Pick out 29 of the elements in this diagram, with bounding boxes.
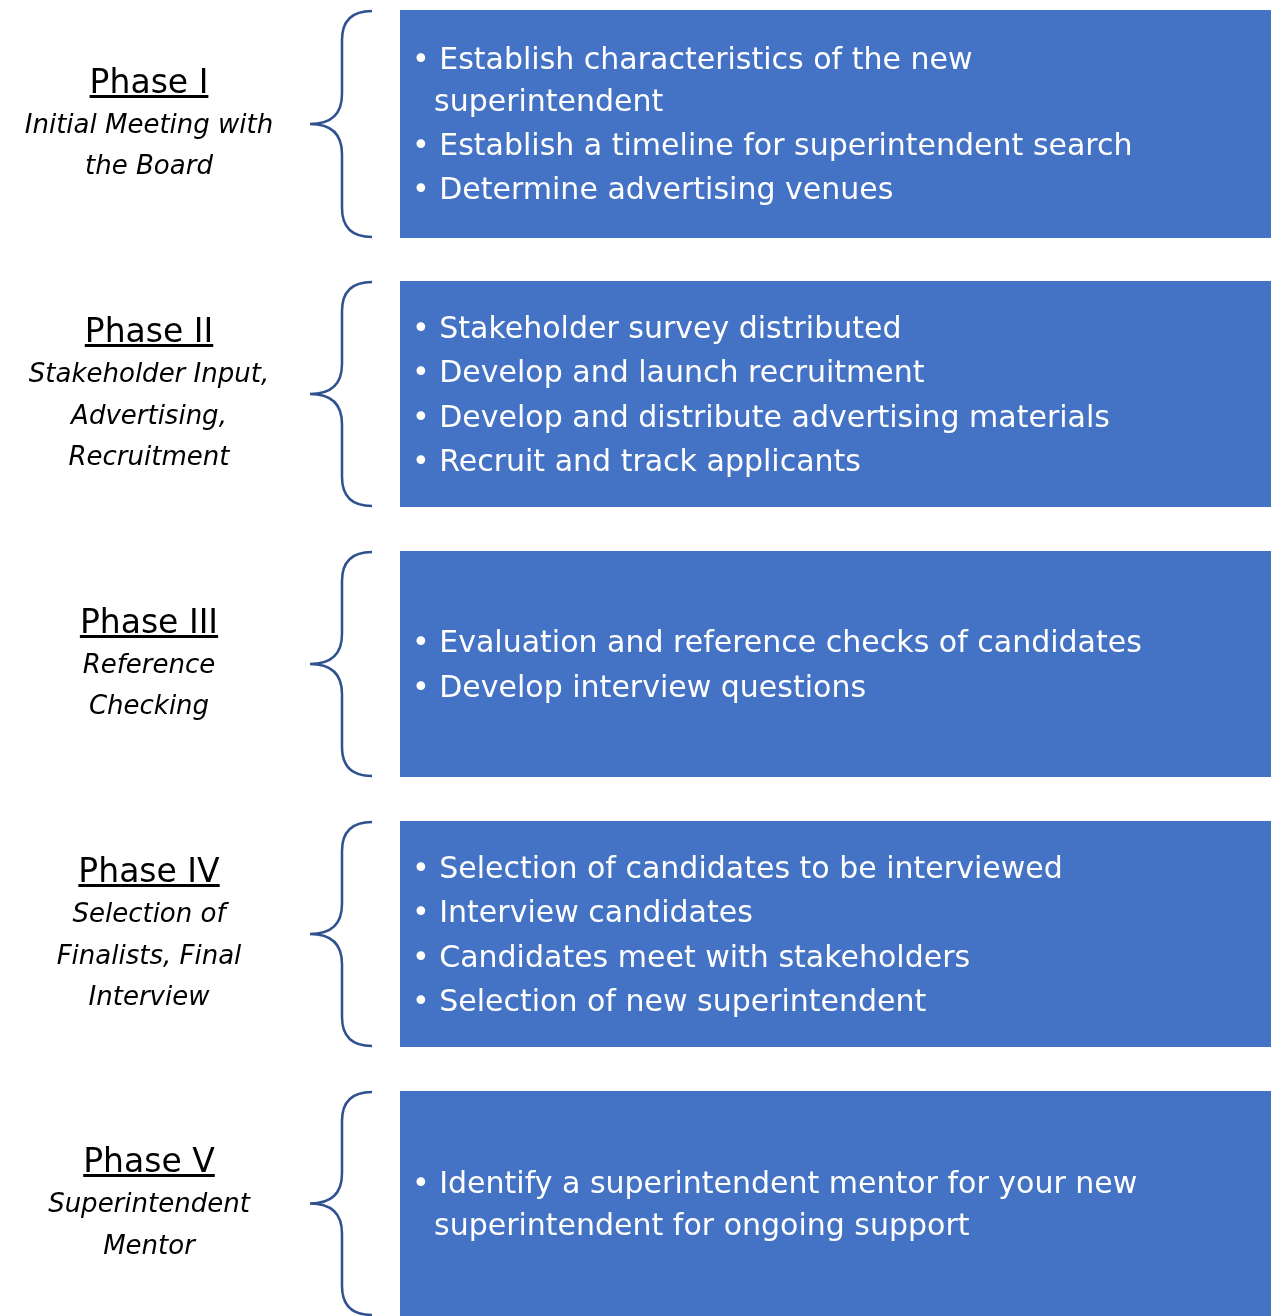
task-item: • Evaluation and reference checks of candidates	[412, 623, 1143, 662]
phase-subtitle: Selection of Finalists, Final Interview	[55, 897, 243, 1014]
task-item: • Identify a superintendent mentor for your new superintendent for ongoing support	[412, 1164, 1139, 1244]
task-item: • Establish characteristics of the new superintendent	[412, 40, 974, 120]
phase-title: Phase III	[79, 600, 219, 643]
task-item: • Stakeholder survey distributed	[412, 308, 903, 347]
task-item: • Establish a timeline for superintendent search	[412, 126, 1134, 164]
phase-subtitle: Reference Checking	[81, 647, 217, 723]
task-item: • Candidates meet with stakeholders	[412, 937, 972, 976]
task-item: • Develop interview questions	[412, 667, 868, 706]
task-item: • Determine advertising venues	[412, 170, 895, 209]
task-box	[400, 551, 1271, 777]
phase-title: Phase IV	[78, 850, 220, 893]
phase-title: Phase V	[83, 1140, 215, 1183]
task-item: • Interview candidates	[412, 893, 754, 932]
task-box	[400, 821, 1271, 1047]
task-item: • Selection of new superintendent	[412, 981, 928, 1020]
task-box	[400, 1091, 1271, 1316]
task-item: • Develop and launch recruitment	[412, 353, 926, 392]
phase-title: Phase I	[89, 60, 209, 103]
phase-subtitle: Stakeholder Input, Advertising, Recruitment	[27, 357, 271, 474]
phase-title: Phase II	[84, 310, 214, 353]
task-item: • Develop and distribute advertising materials	[412, 397, 1111, 436]
phase-subtitle: Initial Meeting with the Board	[23, 107, 275, 183]
task-item: • Selection of candidates to be interviewed	[412, 848, 1064, 887]
task-box	[400, 10, 1271, 238]
task-box	[400, 281, 1271, 507]
phase-subtitle: Superintendent Mentor	[47, 1187, 252, 1262]
task-item: • Recruit and track applicants	[412, 441, 862, 480]
